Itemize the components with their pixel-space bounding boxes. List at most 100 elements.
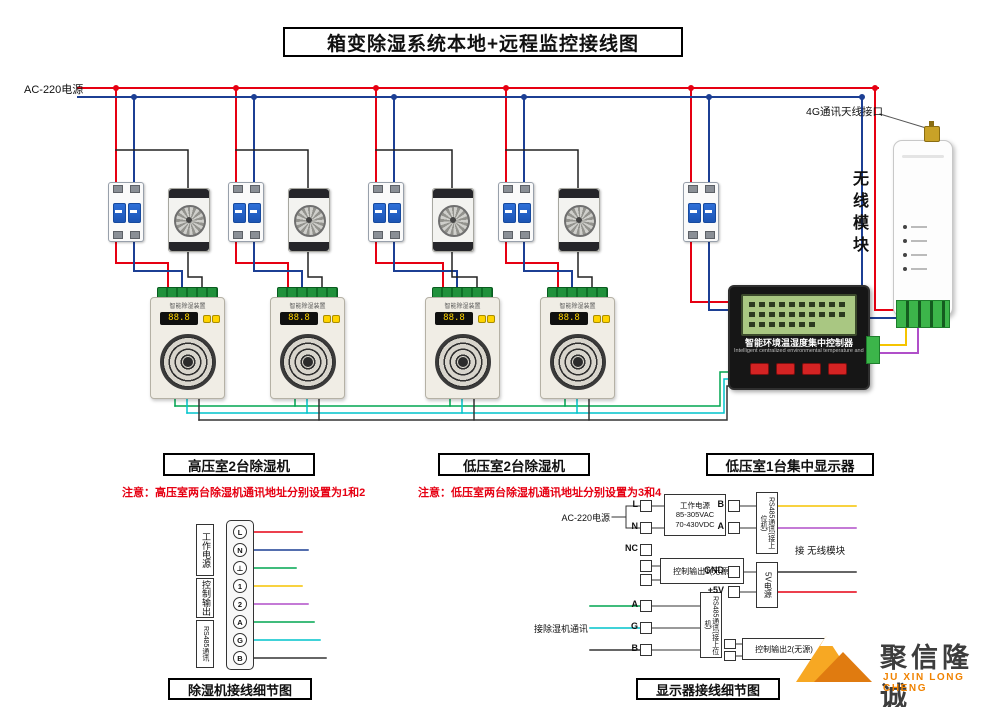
wire (690, 239, 729, 303)
sensor-bottom-terminal (169, 242, 209, 251)
dehumidifier-button (602, 315, 610, 323)
antenna-connector (924, 121, 940, 142)
terminal-label-GND: GND (704, 565, 724, 575)
breaker-handle (233, 203, 246, 223)
antenna-pointer-line (879, 113, 927, 129)
wire (115, 149, 189, 189)
breaker-stripe (375, 210, 382, 213)
ac-power-label: AC-220电源 (24, 84, 84, 96)
breaker-stripe (250, 210, 257, 213)
breaker-terminal (688, 231, 698, 239)
controller-button (802, 363, 821, 375)
detail-ac-label: AC-220电源 (561, 513, 610, 523)
dehumidifier-button (323, 315, 331, 323)
power-spec-line2: 85-305VAC (675, 510, 715, 520)
terminal-G: G (233, 633, 247, 647)
dehumidifier-button (487, 315, 495, 323)
junction-dot (131, 94, 137, 100)
sensor-device-1 (168, 188, 210, 252)
dehumidifier-display: 88.8 (280, 312, 318, 325)
dehu-detail-wires (246, 531, 327, 659)
controller-button (828, 363, 847, 375)
dehumidifier-body: 智能除湿装置 88.8 (150, 297, 225, 399)
fan-grille-icon (159, 334, 216, 390)
breaker-handle (128, 203, 141, 223)
wire (393, 239, 458, 288)
module-link-label: 接 无线模块 (795, 546, 846, 557)
dehu-comm-label: 接除湿机通讯 (533, 624, 588, 634)
dehumidifier-label: 智能除湿装置 (559, 304, 596, 310)
wireless-module (893, 140, 953, 317)
terminal-square-N (640, 522, 652, 534)
sensor-bottom-terminal (559, 242, 599, 251)
lcd-text-row (749, 322, 815, 327)
central-controller: 智能环境温湿度集中控制器 Intelligent centralized env… (728, 285, 870, 390)
dehumidifier-button (212, 315, 220, 323)
sensor-bottom-terminal (433, 242, 473, 251)
power-spec-box: 工作电源 85-305VAC 70-430VDC (664, 494, 726, 536)
sensor-hub (450, 217, 456, 223)
sensor-bottom-terminal (289, 242, 329, 251)
dehumidifier-unit-1: 智能除湿装置 88.8 (150, 287, 225, 399)
sensor-hub (186, 217, 192, 223)
junction-dot (391, 94, 397, 100)
module-terminal-block (896, 300, 950, 328)
breaker-handle (113, 203, 126, 223)
breaker-terminal (130, 185, 140, 193)
breaker-terminal (373, 185, 383, 193)
caption-display-detail: 显示器接线细节图 (636, 678, 780, 700)
red-wires (77, 87, 897, 311)
sensor-device-2 (288, 188, 330, 252)
wire-rs485-a (869, 325, 907, 346)
junction-dot (251, 94, 257, 100)
sensor-device-3 (432, 188, 474, 252)
sensor-top-terminal (433, 189, 473, 198)
breaker-terminal (705, 231, 715, 239)
led-indicator (903, 267, 907, 271)
led-label-dash (911, 254, 927, 256)
cyan-comm-wires (186, 378, 729, 414)
terminal-square-A2 (728, 522, 740, 534)
breaker-terminal (503, 185, 513, 193)
note-low-voltage: 注意：低压室两台除湿机通讯地址分别设置为3和4 (418, 487, 662, 499)
terminal-N: N (233, 543, 247, 557)
wire (375, 149, 453, 189)
fan-grille-icon (549, 334, 606, 390)
wire (874, 87, 897, 311)
junction-dot (113, 85, 119, 91)
sensor-device-4 (558, 188, 600, 252)
wire (174, 371, 729, 407)
junction-dot (503, 85, 509, 91)
wire (375, 239, 444, 288)
breaker-terminal (688, 185, 698, 193)
sensor-wires (115, 149, 593, 288)
wire-rs485-b (869, 325, 919, 354)
led-indicator (903, 253, 907, 257)
terminal-square-NC (640, 544, 652, 556)
terminal-square-B2 (728, 500, 740, 512)
company-logo: 聚信隆诚 JU XIN LONG CHENG (788, 624, 993, 707)
terminal-label-5V: +5V (707, 585, 724, 595)
terminal-square-GND (728, 566, 740, 578)
breaker-terminal (503, 231, 513, 239)
junction-dot (521, 94, 527, 100)
sensor-hub (306, 217, 312, 223)
terminal-label-G: G (630, 621, 638, 631)
green-comm-wires (174, 371, 729, 407)
breaker-handle (703, 203, 716, 223)
wire (187, 249, 203, 288)
junction-dot (688, 85, 694, 91)
dehumidifier-button (478, 315, 486, 323)
note-high-voltage: 注意：高压室两台除湿机通讯地址分别设置为1和2 (122, 487, 366, 499)
logo-text-cn: 聚信隆诚 (880, 643, 973, 707)
blue-wires (77, 96, 897, 319)
lcd-text-row (749, 302, 849, 307)
power-spec-line1: 工作电源 (680, 500, 710, 510)
dehumidifier-unit-3: 智能除湿装置 88.8 (425, 287, 500, 399)
dehumidifier-display: 88.8 (160, 312, 198, 325)
dehumidifier-unit-2: 智能除湿装置 88.8 (270, 287, 345, 399)
terminal-out2: 2 (233, 597, 247, 611)
wire (198, 385, 729, 421)
